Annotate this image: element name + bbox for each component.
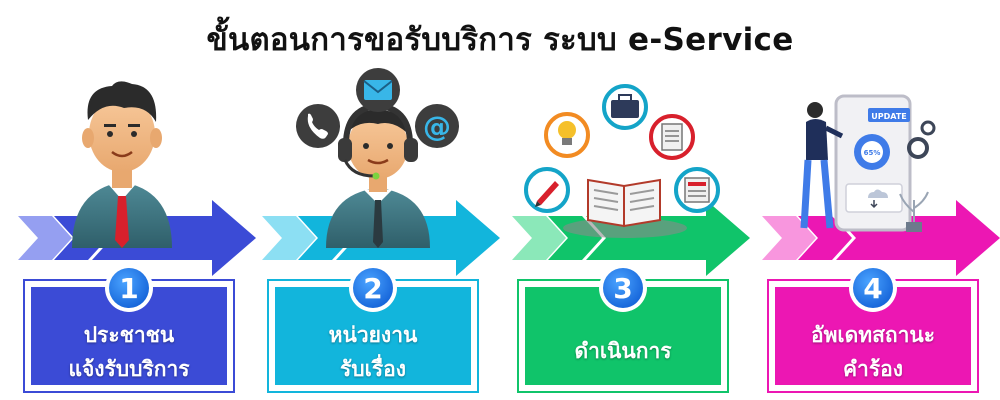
phone-icon xyxy=(296,104,340,148)
open-book-figure xyxy=(563,178,687,238)
step-3-box xyxy=(517,279,729,393)
update-device-figure: UPDATE 65% xyxy=(800,94,936,232)
notepad-icon xyxy=(649,114,695,160)
briefcase-icon xyxy=(602,84,648,130)
update-label: UPDATE xyxy=(871,112,907,121)
step-2-number: 2 xyxy=(363,272,382,305)
step-1-label-line1: ประชาชน xyxy=(83,323,175,347)
report-icon xyxy=(674,167,720,213)
mail-icon xyxy=(356,68,400,112)
lightbulb-icon xyxy=(544,112,590,158)
citizen-figure xyxy=(72,81,172,248)
svg-text:@: @ xyxy=(423,110,451,143)
step-4-label-line1: อัพเดทสถานะ xyxy=(810,323,936,347)
pencil-icon xyxy=(524,167,570,213)
step-1-number-badge: 1 xyxy=(105,264,153,312)
step-3-label-line1: ดำเนินการ xyxy=(574,339,672,363)
step-4-label: อัพเดทสถานะคำร้อง xyxy=(775,318,971,386)
step-4-label-line2: คำร้อง xyxy=(843,357,903,381)
step-1-label-line2: แจ้งรับบริการ xyxy=(68,357,190,381)
step-2-label-line2: รับเรื่อง xyxy=(340,357,406,381)
step-1-number: 1 xyxy=(119,272,138,305)
agent-figure xyxy=(326,102,430,248)
progress-label: 65% xyxy=(864,149,881,157)
step-3-number: 3 xyxy=(613,272,632,305)
step-2-label-line1: หน่วยงาน xyxy=(328,323,418,347)
step-3-number-badge: 3 xyxy=(599,264,647,312)
at-sign-icon: @ xyxy=(415,104,459,148)
step-2-label: หน่วยงานรับเรื่อง xyxy=(275,318,471,386)
page-title: ขั้นตอนการขอรับบริการ ระบบ e-Service xyxy=(206,22,794,58)
step-2-number-badge: 2 xyxy=(349,264,397,312)
step-4-number: 4 xyxy=(863,272,882,305)
step-4-number-badge: 4 xyxy=(849,264,897,312)
step-3-label: ดำเนินการ xyxy=(525,334,721,368)
step-1-label: ประชาชนแจ้งรับบริการ xyxy=(31,318,227,386)
